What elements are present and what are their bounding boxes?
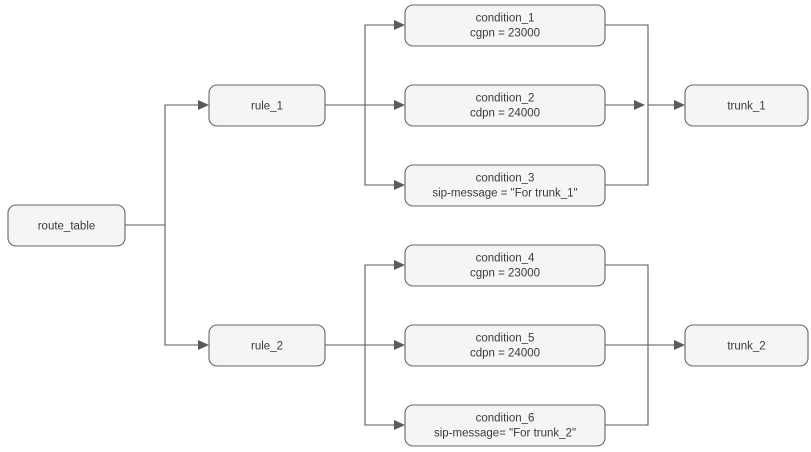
node-route-table-label: route_table	[38, 221, 96, 233]
node-condition-2-label-expression: cdpn = 24000	[470, 108, 540, 120]
node-route-table[interactable]: route_table	[7, 204, 126, 247]
node-condition-6-label-expression: sip-message= "For trunk_2"	[434, 428, 576, 440]
node-condition-5-label-name: condition_5	[476, 333, 535, 345]
node-condition-3[interactable]: condition_3 sip-message = "For trunk_1"	[404, 164, 606, 207]
node-condition-6-label-name: condition_6	[476, 413, 535, 425]
node-condition-4-label-expression: cgpn = 23000	[470, 268, 540, 280]
node-route-table-shape[interactable]	[7, 204, 126, 247]
node-condition-4[interactable]: condition_4 cgpn = 23000	[404, 244, 606, 287]
arrowhead-merge-trunk-1	[634, 100, 645, 110]
node-condition-3-label-name: condition_3	[476, 173, 535, 185]
edges-layer	[124, 20, 685, 430]
arrowhead-rule-2	[198, 340, 209, 350]
node-condition-4-label-name: condition_4	[476, 253, 535, 265]
arrowhead-rule-1	[198, 100, 209, 110]
node-rule-1-label: rule_1	[251, 101, 283, 113]
node-trunk-2-label: trunk_2	[727, 341, 765, 353]
node-trunk-2-shape[interactable]	[684, 324, 809, 367]
node-rule-2-shape[interactable]	[208, 324, 326, 367]
node-condition-5-shape[interactable]	[404, 324, 606, 367]
arrowhead-trunk-1	[674, 100, 685, 110]
node-rule-1-shape[interactable]	[208, 84, 326, 127]
node-rule-2[interactable]: rule_2	[208, 324, 326, 367]
node-trunk-1-label: trunk_1	[727, 101, 765, 113]
node-condition-3-shape[interactable]	[404, 164, 606, 207]
node-condition-3-label-expression: sip-message = "For trunk_1"	[432, 188, 577, 200]
node-condition-4-shape[interactable]	[404, 244, 606, 287]
node-condition-5-label-expression: cdpn = 24000	[470, 348, 540, 360]
node-condition-6[interactable]: condition_6 sip-message= "For trunk_2"	[404, 404, 606, 447]
node-condition-2-label-name: condition_2	[476, 93, 535, 105]
node-rule-1[interactable]: rule_1	[208, 84, 326, 127]
arrowhead-trunk-2	[674, 340, 685, 350]
arrowhead-condition-5	[394, 340, 405, 350]
node-trunk-1[interactable]: trunk_1	[684, 84, 809, 127]
arrowhead-condition-2	[394, 100, 405, 110]
node-condition-5[interactable]: condition_5 cdpn = 24000	[404, 324, 606, 367]
node-condition-1[interactable]: condition_1 cgpn = 23000	[404, 4, 606, 47]
node-condition-1-label-expression: cgpn = 23000	[470, 28, 540, 40]
arrowhead-condition-4	[394, 260, 405, 270]
arrowhead-condition-1	[394, 20, 405, 30]
node-rule-2-label: rule_2	[251, 341, 283, 353]
node-condition-1-shape[interactable]	[404, 4, 606, 47]
node-condition-2[interactable]: condition_2 cdpn = 24000	[404, 84, 606, 127]
node-trunk-1-shape[interactable]	[684, 84, 809, 127]
arrowhead-condition-6	[394, 420, 405, 430]
node-trunk-2[interactable]: trunk_2	[684, 324, 809, 367]
nodes-layer: route_table rule_1 rule_2 condition_1 cg…	[7, 4, 809, 447]
node-condition-2-shape[interactable]	[404, 84, 606, 127]
node-condition-1-label-name: condition_1	[476, 13, 535, 25]
arrowhead-condition-3	[394, 180, 405, 190]
node-condition-6-shape[interactable]	[404, 404, 606, 447]
